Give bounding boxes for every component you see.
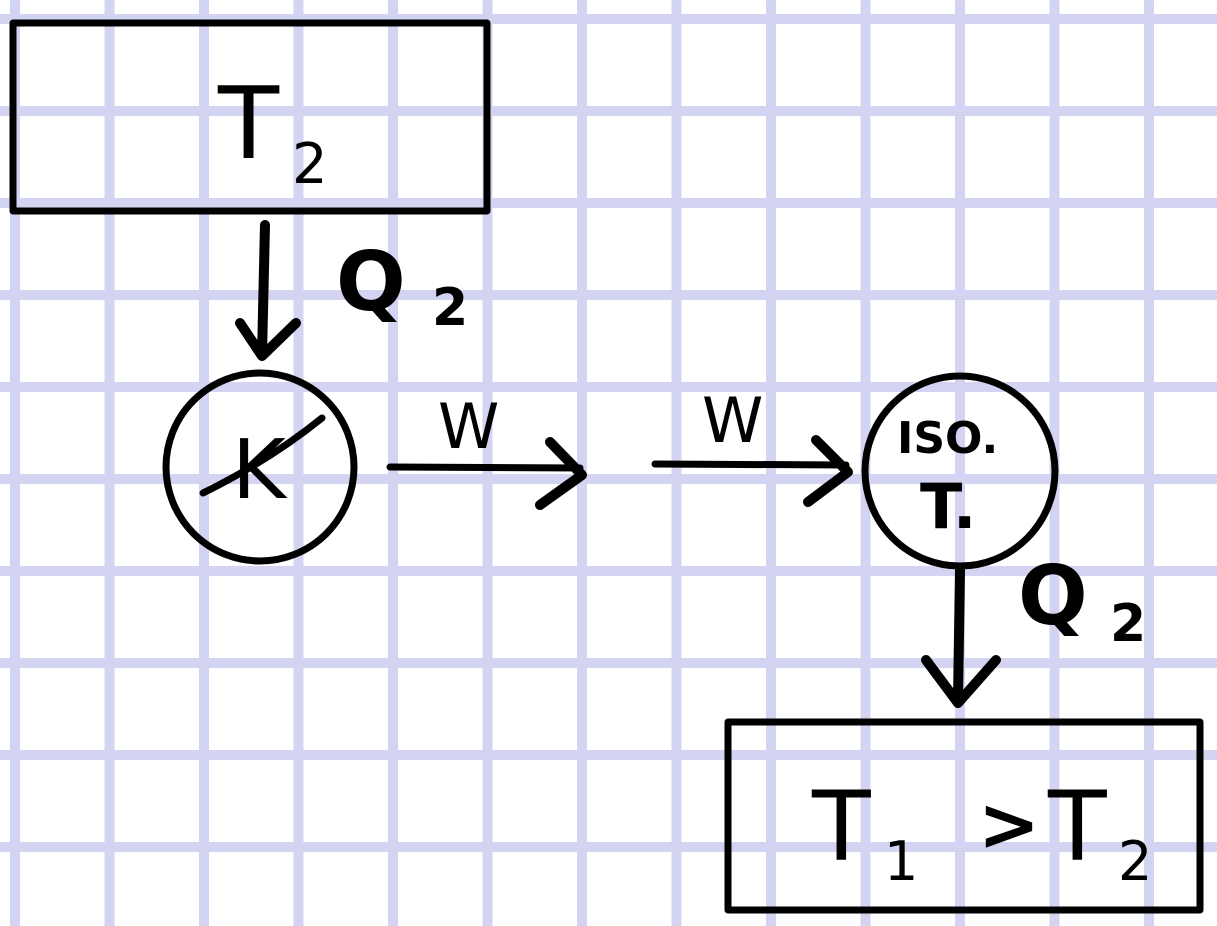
work-in-label: W bbox=[702, 384, 763, 457]
work-out-arrow-shaft bbox=[386, 463, 584, 472]
hot-reservoir-label: T bbox=[217, 65, 280, 182]
engine-crossout-stroke bbox=[199, 414, 326, 497]
cold-reservoir-right: T bbox=[1047, 771, 1107, 883]
iso-process-line1: ISO. bbox=[897, 413, 998, 464]
heat-in-label: Q bbox=[336, 235, 406, 330]
heat-out-label: Q bbox=[1018, 549, 1088, 644]
heat-in-arrow-shaft bbox=[257, 220, 270, 360]
engine-circle bbox=[162, 369, 358, 565]
work-in-arrow-head bbox=[803, 435, 853, 507]
cold-reservoir-left-subscript: 1 bbox=[884, 830, 918, 893]
hot-reservoir-subscript: 2 bbox=[292, 132, 328, 197]
hot-reservoir-box bbox=[9, 19, 491, 215]
cold-reservoir-box bbox=[724, 718, 1204, 914]
work-out-arrow-head bbox=[535, 437, 587, 510]
cold-reservoir-left: T bbox=[811, 771, 871, 883]
iso-process-line2: T. bbox=[920, 470, 976, 543]
work-out-label: W bbox=[438, 390, 499, 463]
heat-out-subscript: 2 bbox=[1110, 594, 1146, 654]
cold-reservoir-relation: > bbox=[978, 782, 1040, 868]
heat-in-subscript: 2 bbox=[432, 278, 468, 338]
work-in-arrow-shaft bbox=[651, 460, 850, 469]
heat-in-arrow-head bbox=[235, 318, 301, 361]
heat-out-arrow-shaft bbox=[953, 565, 965, 705]
cold-reservoir-right-subscript: 2 bbox=[1118, 830, 1152, 893]
heat-out-arrow-head bbox=[921, 655, 1001, 708]
